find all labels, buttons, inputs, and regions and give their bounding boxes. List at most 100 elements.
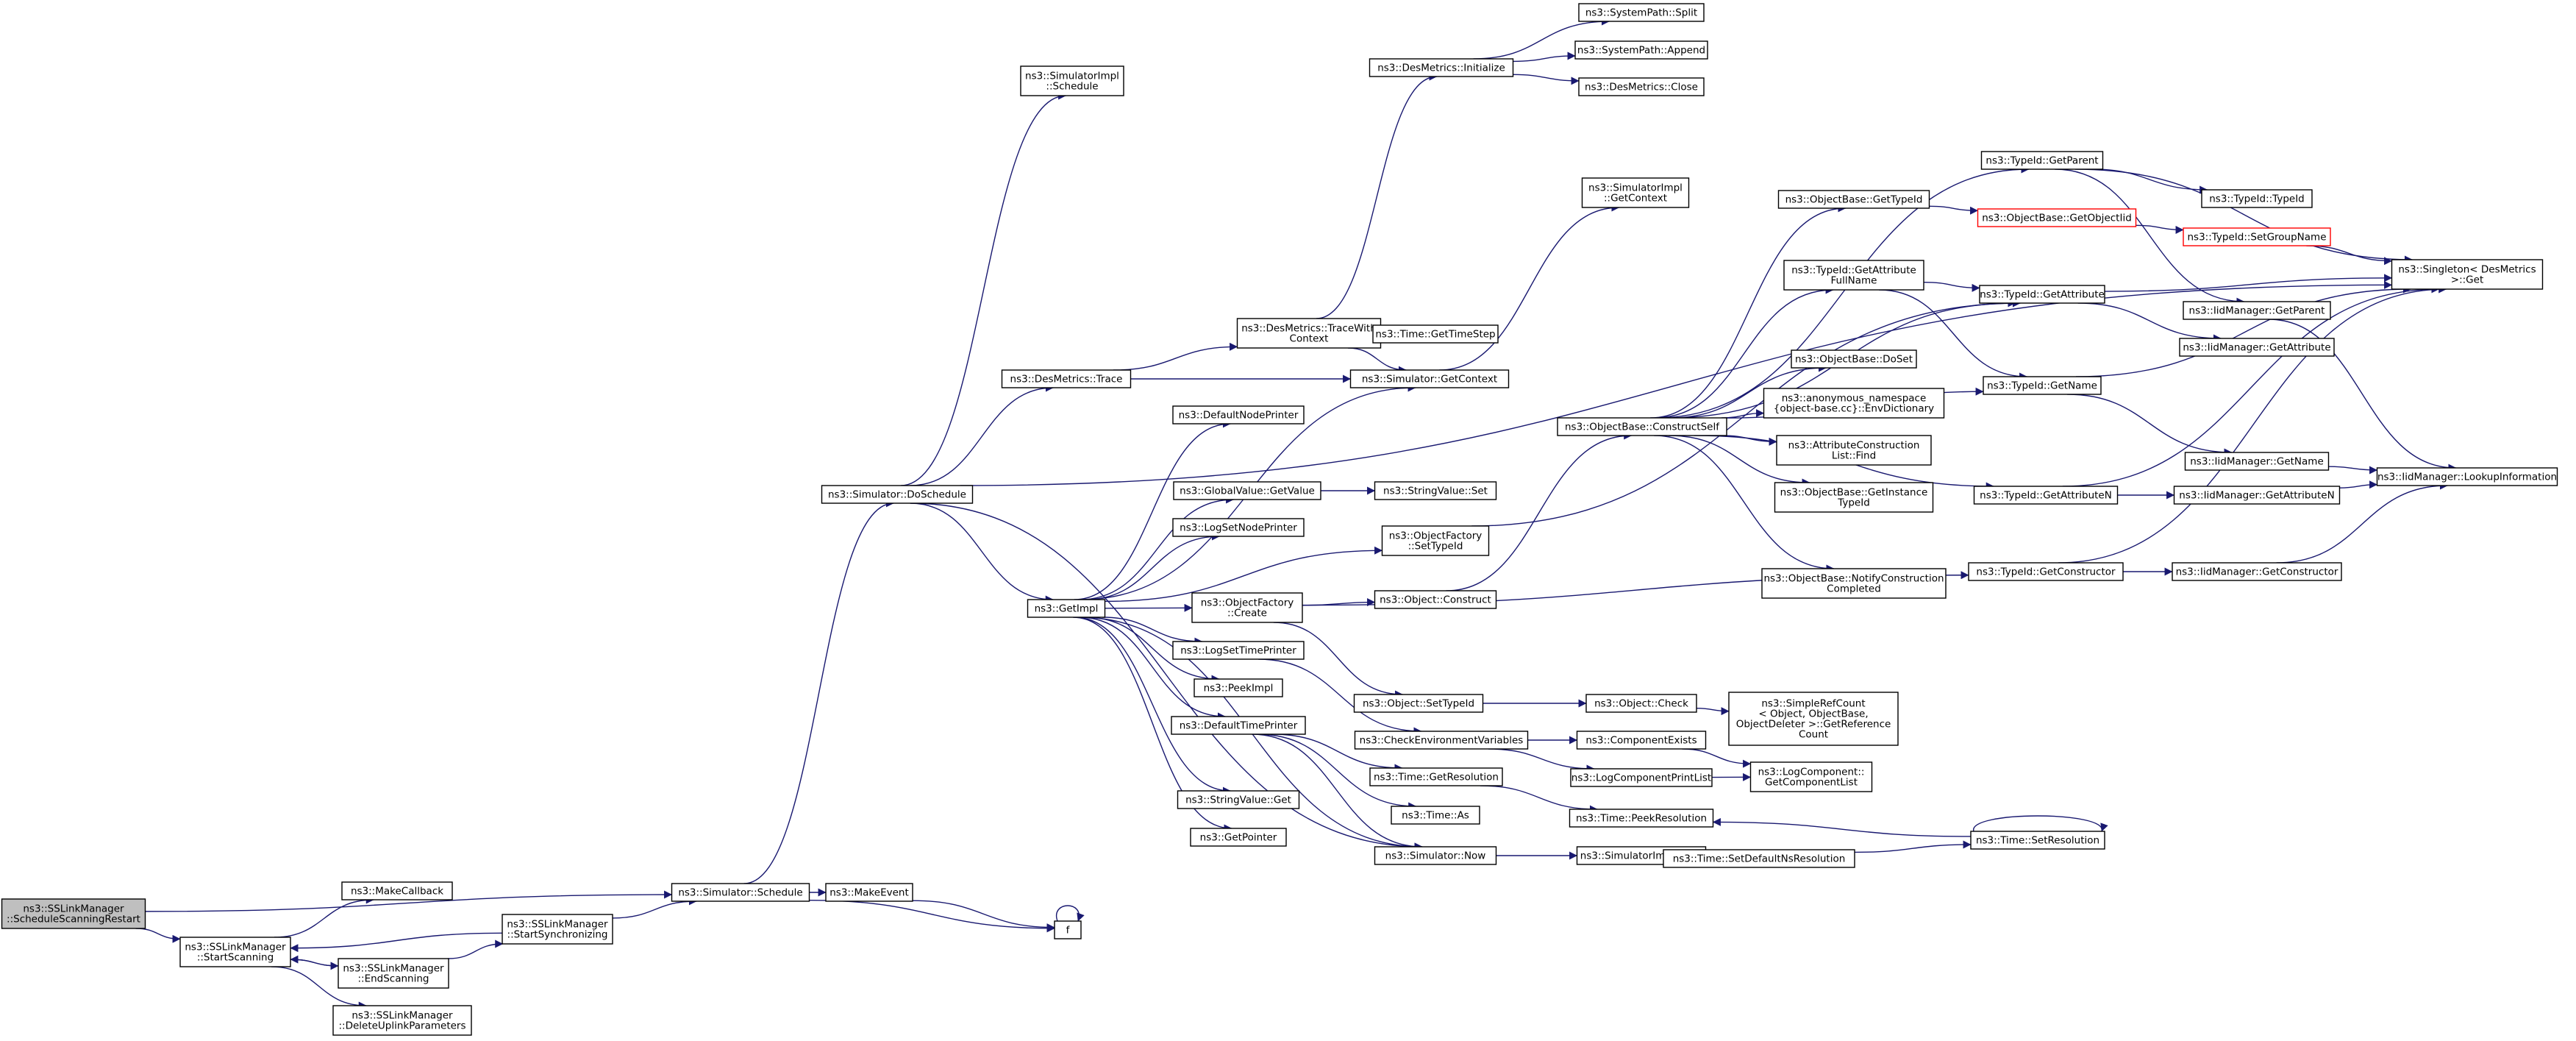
node-gvGetValue[interactable]: ns3::GlobalValue::GetValue — [1173, 481, 1321, 500]
edge-path — [2091, 168, 2208, 194]
node-timeSetDefaultNs[interactable]: ns3::Time::SetDefaultNsResolution — [1663, 849, 1855, 868]
node-spSplit[interactable]: ns3::SystemPath::Split — [1578, 3, 1705, 22]
node-timeSetRes[interactable]: ns3::Time::SetResolution — [1970, 831, 2105, 850]
node-root[interactable]: ns3::SSLinkManager::ScheduleScanningRest… — [1, 898, 146, 929]
node-svSet[interactable]: ns3::StringValue::Set — [1374, 481, 1497, 500]
edge-path — [1480, 785, 1598, 814]
node-label: ns3::AttributeConstruction — [1788, 440, 1920, 452]
node-desInit[interactable]: ns3::DesMetrics::Initialize — [1369, 58, 1514, 77]
node-tidGetConstructor[interactable]: ns3::TypeId::GetConstructor — [1968, 562, 2124, 581]
node-label: ns3::anonymous_namespace — [1782, 393, 1927, 405]
node-tidGetAttribute[interactable]: ns3::TypeId::GetAttribute — [1979, 285, 2105, 304]
node-box — [1574, 40, 1708, 60]
node-objSetTypeId[interactable]: ns3::Object::SetTypeId — [1353, 694, 1484, 713]
edge-simSchedule-to-doSchedule — [743, 499, 894, 884]
node-defaultTimePrinter[interactable]: ns3::DefaultTimePrinter — [1171, 716, 1306, 735]
node-desClose[interactable]: ns3::DesMetrics::Close — [1578, 77, 1705, 96]
node-timePeekRes[interactable]: ns3::Time::PeekResolution — [1569, 809, 1714, 828]
node-logCompGetList[interactable]: ns3::LogComponent::GetComponentList — [1749, 761, 1873, 792]
node-label: ns3::LogComponent:: — [1758, 767, 1865, 778]
node-box — [2183, 301, 2331, 320]
edge-tidGetName-to-iidGetName — [2067, 394, 2233, 457]
node-componentExists[interactable]: ns3::ComponentExists — [1576, 731, 1707, 750]
node-f[interactable]: f — [1054, 920, 1082, 939]
node-tidTypeId[interactable]: ns3::TypeId::TypeId — [2201, 189, 2313, 208]
node-simNow[interactable]: ns3::Simulator::Now — [1374, 846, 1497, 865]
node-singletonGet[interactable]: ns3::Singleton< DesMetrics>::Get — [2391, 259, 2544, 290]
node-label: ns3::IidManager::LookupInformation — [2377, 472, 2557, 483]
node-tidGetName[interactable]: ns3::TypeId::GetName — [1983, 376, 2102, 395]
node-doSchedule[interactable]: ns3::Simulator::DoSchedule — [821, 485, 974, 504]
node-tidSetGroupName[interactable]: ns3::TypeId::SetGroupName — [2183, 227, 2331, 246]
node-iidGetAttribute[interactable]: ns3::IidManager::GetAttribute — [2179, 338, 2335, 357]
node-svGet[interactable]: ns3::StringValue::Get — [1177, 790, 1300, 809]
node-timeGetTimeStep[interactable]: ns3::Time::GetTimeStep — [1372, 324, 1499, 344]
node-label: >::Get — [2451, 274, 2483, 286]
node-box — [1783, 260, 1924, 291]
node-startSync[interactable]: ns3::SSLinkManager::StartSynchronizing — [502, 914, 613, 945]
node-box — [1194, 678, 1283, 697]
node-simImplGetContext[interactable]: ns3::SimulatorImpl::GetContext — [1581, 177, 1690, 208]
node-simGetContext[interactable]: ns3::Simulator::GetContext — [1349, 369, 1510, 388]
edge-tidGetAttribute-to-iidGetAttribute — [2077, 302, 2222, 343]
node-label: {object-base.cc}::EnvDictionary — [1774, 403, 1934, 415]
node-deleteUplink[interactable]: ns3::SSLinkManager::DeleteUplinkParamete… — [332, 1005, 472, 1036]
node-simSchedule[interactable]: ns3::Simulator::Schedule — [671, 883, 810, 902]
node-label: ns3::SystemPath::Append — [1577, 45, 1705, 57]
node-box — [1172, 641, 1305, 660]
node-objConstruct[interactable]: ns3::Object::Construct — [1374, 590, 1497, 609]
node-box — [1578, 77, 1705, 96]
node-box — [1354, 731, 1529, 750]
node-makeCallback[interactable]: ns3::MakeCallback — [341, 881, 453, 900]
edge-obConstructSelf-to-tidGetParent — [1655, 165, 2030, 419]
node-logSetTimePrinter[interactable]: ns3::LogSetTimePrinter — [1172, 641, 1305, 660]
edge-path — [1055, 905, 1085, 922]
node-obConstructSelf[interactable]: ns3::ObjectBase::ConstructSelf — [1557, 417, 1727, 436]
node-tidGetAttributeN[interactable]: ns3::TypeId::GetAttributeN — [1973, 486, 2119, 505]
edge-tidGetParent-to-singletonGet — [2074, 168, 2413, 264]
node-timeGetResolution[interactable]: ns3::Time::GetResolution — [1369, 767, 1503, 786]
node-obGetObjectIid[interactable]: ns3::ObjectBase::GetObjectIid — [1977, 208, 2137, 227]
edge-getImpl-to-ofSetTypeId — [1105, 546, 1383, 603]
edge-ofCreate-to-objSetTypeId — [1273, 622, 1404, 699]
node-label: ::EndScanning — [357, 973, 429, 985]
node-getPointer[interactable]: ns3::GetPointer — [1190, 828, 1287, 847]
node-defaultNodePrinter[interactable]: ns3::DefaultNodePrinter — [1172, 405, 1305, 424]
node-makeEvent[interactable]: ns3::MakeEvent — [825, 883, 913, 902]
node-simImplSchedule[interactable]: ns3::SimulatorImpl::Schedule — [1020, 65, 1124, 96]
node-peekImpl[interactable]: ns3::PeekImpl — [1194, 678, 1283, 697]
node-desTrace[interactable]: ns3::DesMetrics::Trace — [1001, 369, 1132, 388]
node-obGetTypeId[interactable]: ns3::ObjectBase::GetTypeId — [1777, 190, 1930, 209]
node-ofCreate[interactable]: ns3::ObjectFactory::Create — [1191, 592, 1303, 623]
node-iidGetConstructor[interactable]: ns3::IidManager::GetConstructor — [2172, 562, 2342, 581]
node-getImpl[interactable]: ns3::GetImpl — [1027, 599, 1106, 618]
node-startScanning[interactable]: ns3::SSLinkManager::StartScanning — [179, 937, 291, 967]
node-iidLookup[interactable]: ns3::IidManager::LookupInformation — [2376, 467, 2558, 486]
node-tidGetParent[interactable]: ns3::TypeId::GetParent — [1980, 151, 2104, 170]
node-ofSetTypeId[interactable]: ns3::ObjectFactory::SetTypeId — [1381, 525, 1490, 556]
node-logSetNodePrinter[interactable]: ns3::LogSetNodePrinter — [1172, 518, 1305, 537]
node-timeAs[interactable]: ns3::Time::As — [1391, 806, 1480, 825]
node-checkEnv[interactable]: ns3::CheckEnvironmentVariables — [1354, 731, 1529, 750]
edge-tidGetParent-to-iidGetParent — [2055, 168, 2245, 306]
node-objCheck[interactable]: ns3::Object::Check — [1585, 694, 1697, 713]
node-logComponentPrintList[interactable]: ns3::LogComponentPrintList — [1570, 768, 1713, 787]
node-label: ::Create — [1227, 608, 1267, 619]
node-iidGetParent[interactable]: ns3::IidManager::GetParent — [2183, 301, 2331, 320]
node-spAppend[interactable]: ns3::SystemPath::Append — [1574, 40, 1708, 60]
node-envDictionary[interactable]: ns3::anonymous_namespace{object-base.cc}… — [1763, 388, 1945, 419]
node-obDoSet[interactable]: ns3::ObjectBase::DoSet — [1791, 349, 1917, 369]
node-iidGetName[interactable]: ns3::IidManager::GetName — [2184, 452, 2330, 471]
edge-path — [1074, 617, 1231, 795]
node-simpleRefCount[interactable]: ns3::SimpleRefCount< Object, ObjectBase,… — [1728, 692, 1899, 746]
node-endScanning[interactable]: ns3::SSLinkManager::EndScanning — [338, 958, 449, 989]
node-box — [1578, 3, 1705, 22]
node-iidGetAttributeN[interactable]: ns3::IidManager::GetAttributeN — [2173, 486, 2341, 505]
edge-path — [910, 502, 1423, 851]
edge-componentExists-to-logCompGetList — [1682, 748, 1752, 768]
node-obNotify[interactable]: ns3::ObjectBase::NotifyConstructionCompl… — [1761, 568, 1947, 599]
